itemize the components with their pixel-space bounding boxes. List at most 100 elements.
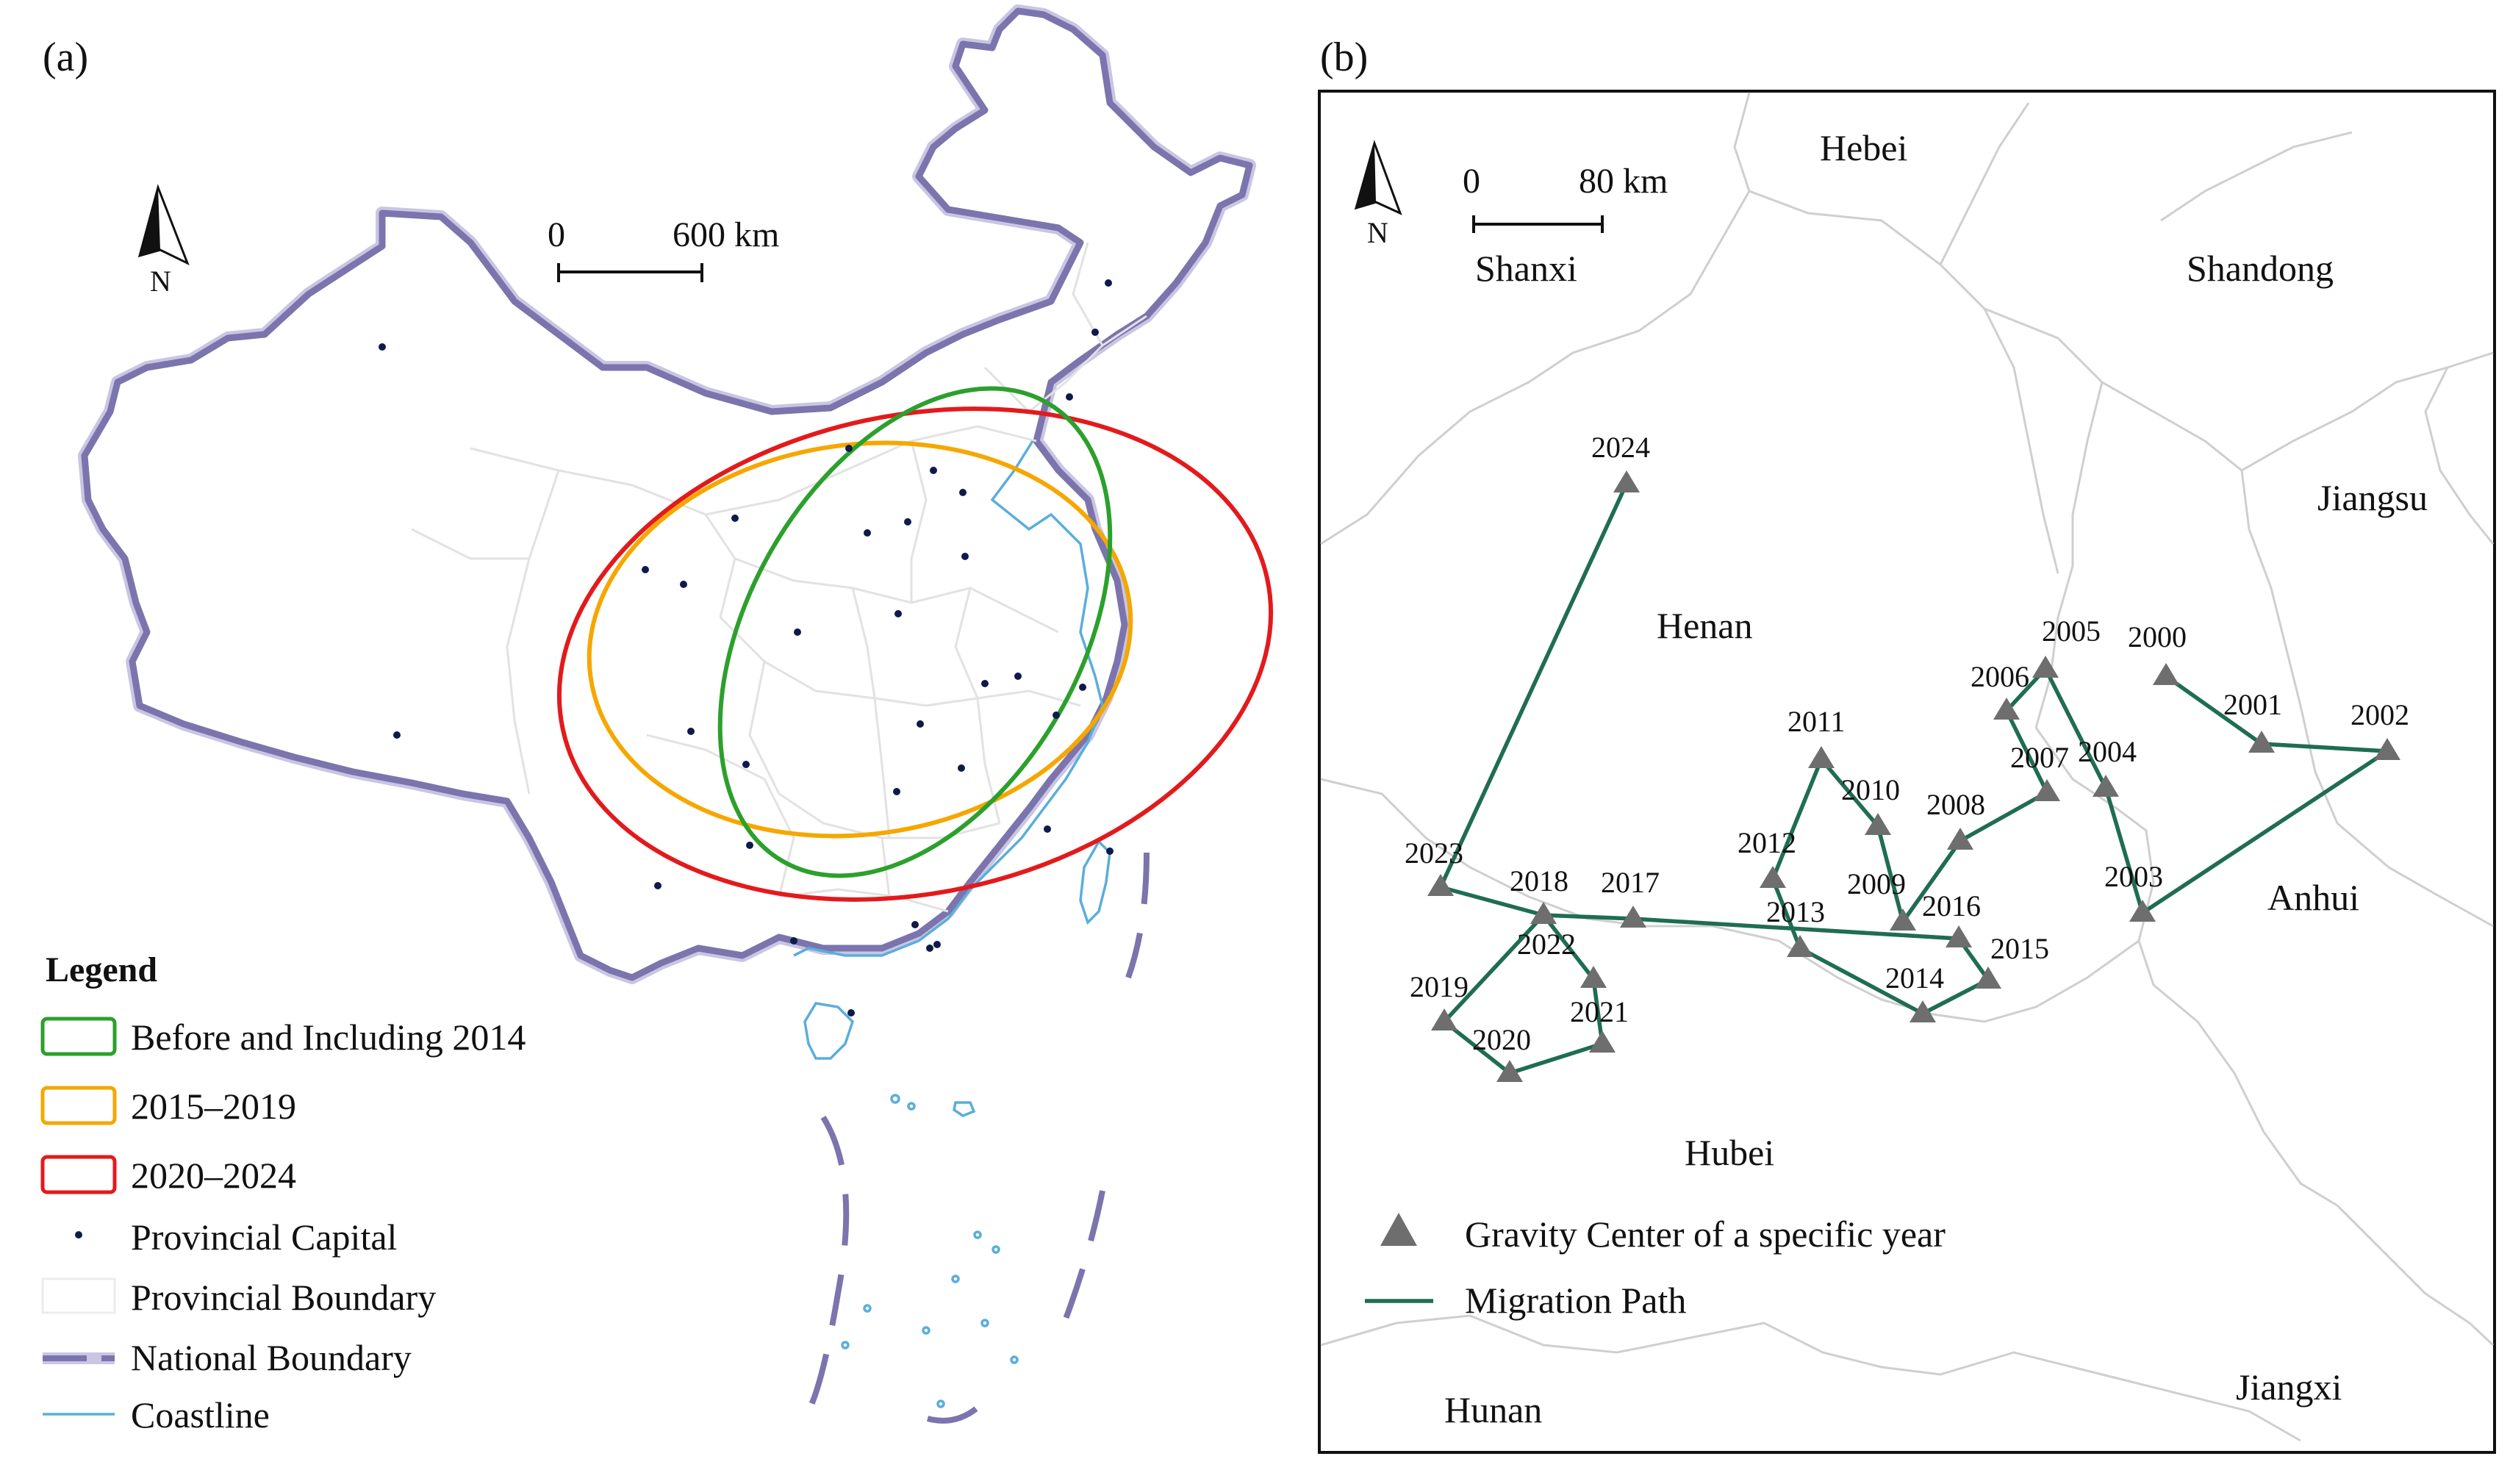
gc-2021: 2021 [1570,995,1629,1053]
year-label: 2002 [2351,698,2409,731]
gravity-center-marker [2374,738,2400,760]
legend-swatch-2020-2024 [40,1155,117,1194]
gravity-center-marker [1530,902,1557,924]
province-jiangxi: Jiangxi [2236,1366,2342,1408]
migration-path [1438,482,2389,1075]
gravity-center-marker [1910,1000,1936,1022]
province-hebei: Hebei [1820,127,1907,168]
year-label: 2020 [1472,1023,1531,1056]
year-label: 2000 [2128,620,2187,653]
gc-2008: 2008 [1926,788,1985,850]
north-label-b: N [1367,216,1388,249]
gc-2010: 2010 [1841,773,1900,835]
year-label: 2012 [1738,826,1796,859]
legend-label-capital: Provincial Capital [131,1216,397,1258]
year-label: 2003 [2104,860,2163,893]
legend-swatch-gravity-center [1380,1213,1417,1246]
gc-2006: 2006 [1971,660,2029,720]
year-label: 2019 [1410,970,1469,1003]
gc-2000: 2000 [2128,620,2187,685]
gc-2007: 2007 [2010,741,2069,801]
gravity-centers: 2000 2001 2002 2003 2004 2005 2006 2007 … [1405,431,2409,1082]
gc-2002: 2002 [2351,698,2409,760]
gravity-center-marker [2093,775,2119,797]
gc-2019: 2019 [1410,970,1469,1030]
gc-2014: 2014 [1885,961,1944,1022]
gravity-center-marker [1496,1060,1523,1082]
year-label: 2014 [1885,961,1944,994]
province-shanxi: Shanxi [1475,248,1577,289]
gravity-center-marker [1760,866,1786,888]
legend-label-national-boundary: National Boundary [131,1337,412,1378]
legend-label-before-2014: Before and Including 2014 [131,1017,526,1058]
legend-label-provincial-boundary: Provincial Boundary [131,1277,436,1318]
legend-a-title: Legend [46,950,157,989]
year-label: 2023 [1405,836,1463,870]
year-label: 2008 [1926,788,1985,821]
province-names-b: Hebei Shanxi Shandong Jiangsu Henan Anhu… [1444,127,2428,1430]
year-label: 2024 [1591,431,1650,464]
year-label: 2004 [2078,735,2137,768]
gravity-center-marker [1975,967,2001,989]
gravity-center-marker [1580,966,1607,988]
gc-2017: 2017 [1601,866,1660,928]
year-label: 2017 [1601,866,1660,899]
gravity-center-marker [1431,1008,1457,1030]
year-label: 2015 [1990,932,2049,965]
ellipse-2020-2024 [556,406,1274,902]
panel-b-label: (b) [1320,35,1368,80]
panel-a: (a) [40,4,1274,1435]
scale-a-end: 600 km [673,215,779,254]
legend-label-coastline: Coastline [131,1394,270,1435]
year-label: 2009 [1847,867,1906,900]
coastline-a [793,440,1111,1408]
gravity-center-marker [1427,874,1454,896]
legend-swatch-capital [75,1231,82,1239]
gc-2013: 2013 [1766,895,1825,957]
gravity-center-marker [2153,663,2179,685]
gravity-center-marker [1890,908,1916,931]
province-shandong: Shandong [2187,248,2334,289]
migration-path-line [1438,482,2389,1075]
gravity-center-marker [1787,935,1813,957]
gravity-center-marker [1993,698,2020,720]
gc-2009: 2009 [1847,867,1916,931]
legend-swatch-2015-2019 [40,1086,117,1125]
gravity-center-marker [2129,900,2156,922]
year-label: 2022 [1517,928,1576,961]
gc-2012: 2012 [1738,826,1796,888]
gc-2003: 2003 [2104,860,2163,922]
year-label: 2001 [2223,688,2282,721]
china-map [78,4,1256,984]
north-arrow-b: N [1354,140,1402,249]
gravity-center-marker [2032,656,2059,678]
year-label: 2007 [2010,741,2069,774]
year-label: 2018 [1510,864,1568,897]
year-label: 2011 [1788,705,1846,738]
year-label: 2005 [2042,614,2101,648]
gc-2022: 2022 [1517,928,1607,988]
year-label: 2021 [1570,995,1629,1028]
year-label: 2010 [1841,773,1900,806]
legend-a: Legend Before and Including 2014 2015–20… [40,950,526,1435]
gravity-center-marker [1613,470,1640,492]
gc-2018: 2018 [1510,864,1568,924]
gravity-center-marker [1808,746,1835,768]
panel-b-frame [1318,90,2496,1454]
gc-2005: 2005 [2032,614,2101,678]
gc-2015: 2015 [1975,932,2049,989]
provincial-capitals [379,279,1114,1017]
province-jiangsu: Jiangsu [2317,477,2428,518]
province-henan: Henan [1657,605,1753,646]
gravity-center-marker [1865,813,1891,835]
gravity-center-marker [1946,925,1972,947]
scale-bar-b: 0 80 km [1463,162,1668,233]
gravity-center-marker [2034,779,2060,801]
gc-2001: 2001 [2223,688,2282,753]
legend-label-2020-2024: 2020–2024 [131,1155,296,1196]
gc-2023: 2023 [1405,836,1463,896]
scale-bar-a: 0 600 km [548,215,779,282]
year-label: 2016 [1922,889,1981,922]
ellipse-2015-2019 [587,440,1133,839]
